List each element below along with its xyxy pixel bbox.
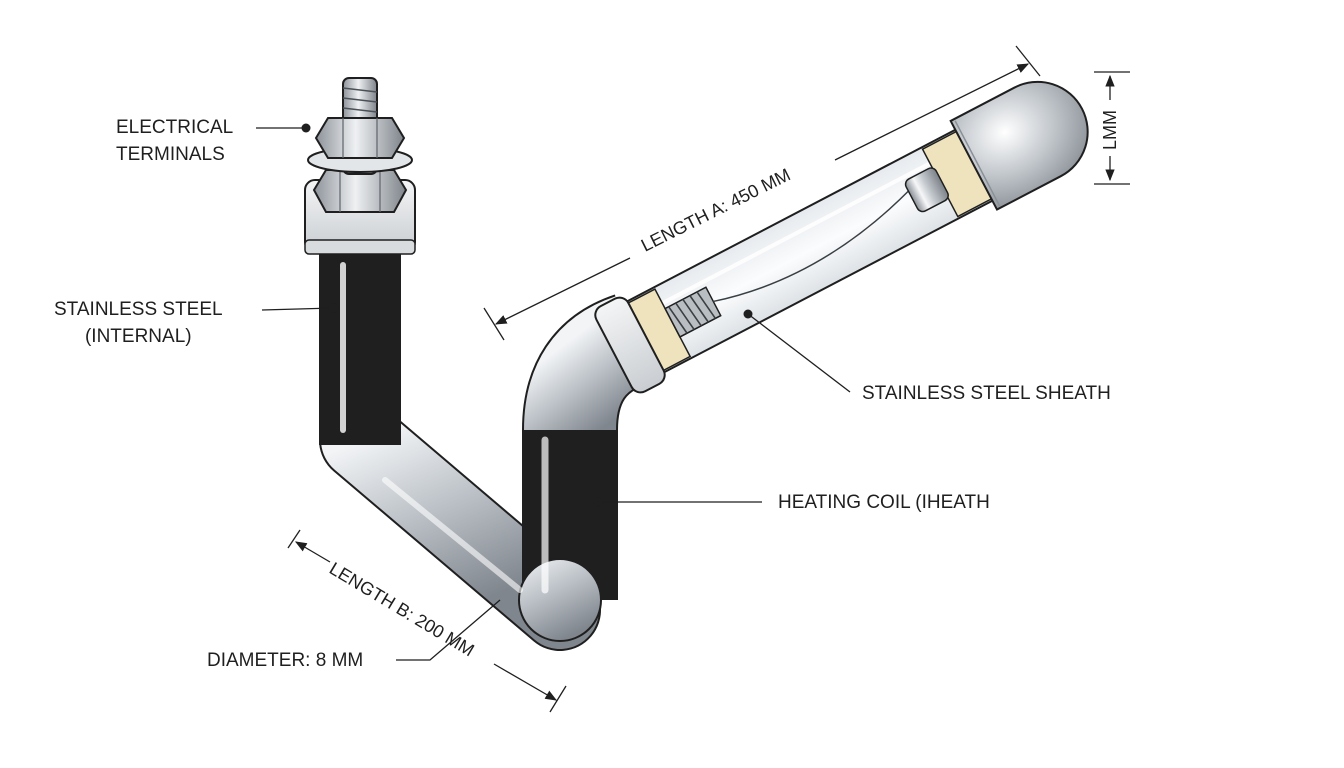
terminal-assembly [304,77,416,255]
label-electrical-terminals: ELECTRICAL TERMINALS [116,117,234,165]
hex-nut-icon [312,169,408,213]
bent-tube [319,250,648,651]
end-cap-label: LMM [1100,110,1120,150]
label-diameter: DIAMETER: 8 MM [207,650,364,671]
label-stainless-sheath: STAINLESS STEEL SHEATH [862,383,1111,404]
label-heating-coil: HEATING COIL (IHEATH [778,492,990,513]
leader-dots [301,123,753,507]
label-stainless-internal: STAINLESS STEEL (INTERNAL) [54,299,223,347]
sheath-assembly [594,80,1089,394]
dimension-end-cap: LMM [1094,71,1130,185]
leader-lines [256,127,851,661]
